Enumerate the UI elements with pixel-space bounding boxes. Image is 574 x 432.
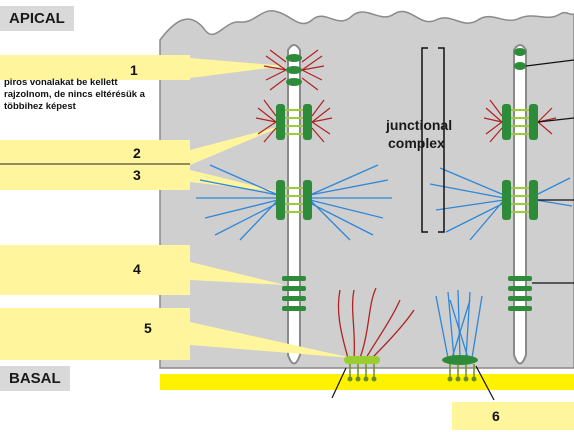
desmosome-right xyxy=(429,167,573,241)
adherens-junction-left xyxy=(255,99,333,143)
hemidesmosome xyxy=(435,289,483,382)
focal-adhesion xyxy=(337,287,415,382)
gap-junction-right xyxy=(508,276,532,311)
label-1: 1 xyxy=(130,62,138,78)
tight-junction-right xyxy=(514,48,526,70)
label-6: 6 xyxy=(492,408,500,424)
callouts xyxy=(0,55,574,430)
leader-lines xyxy=(331,59,574,401)
gap-junction-left xyxy=(282,276,306,311)
epithelial-cells xyxy=(159,10,574,369)
junctional-bracket-right xyxy=(438,47,445,233)
basal-label: BASAL xyxy=(0,366,70,391)
junctional-bracket-left xyxy=(421,47,428,233)
label-4: 4 xyxy=(133,261,141,277)
tight-junction-actin-left xyxy=(263,49,325,91)
tight-junction-left xyxy=(286,54,302,86)
basal-lamina xyxy=(160,374,574,390)
junctional-complex-line2: complex xyxy=(388,135,445,151)
label-5: 5 xyxy=(144,320,152,336)
adherens-junction-right xyxy=(483,99,557,143)
junctional-complex-line1: junctional xyxy=(386,117,453,133)
junctional-complex-label: junctional complex xyxy=(386,116,452,152)
desmosome-left xyxy=(196,164,392,241)
apical-label: APICAL xyxy=(0,6,74,31)
annotation-note: piros vonalakat be kellett rajzolnom, de… xyxy=(4,77,145,112)
label-3: 3 xyxy=(133,167,141,183)
label-2: 2 xyxy=(133,145,141,161)
